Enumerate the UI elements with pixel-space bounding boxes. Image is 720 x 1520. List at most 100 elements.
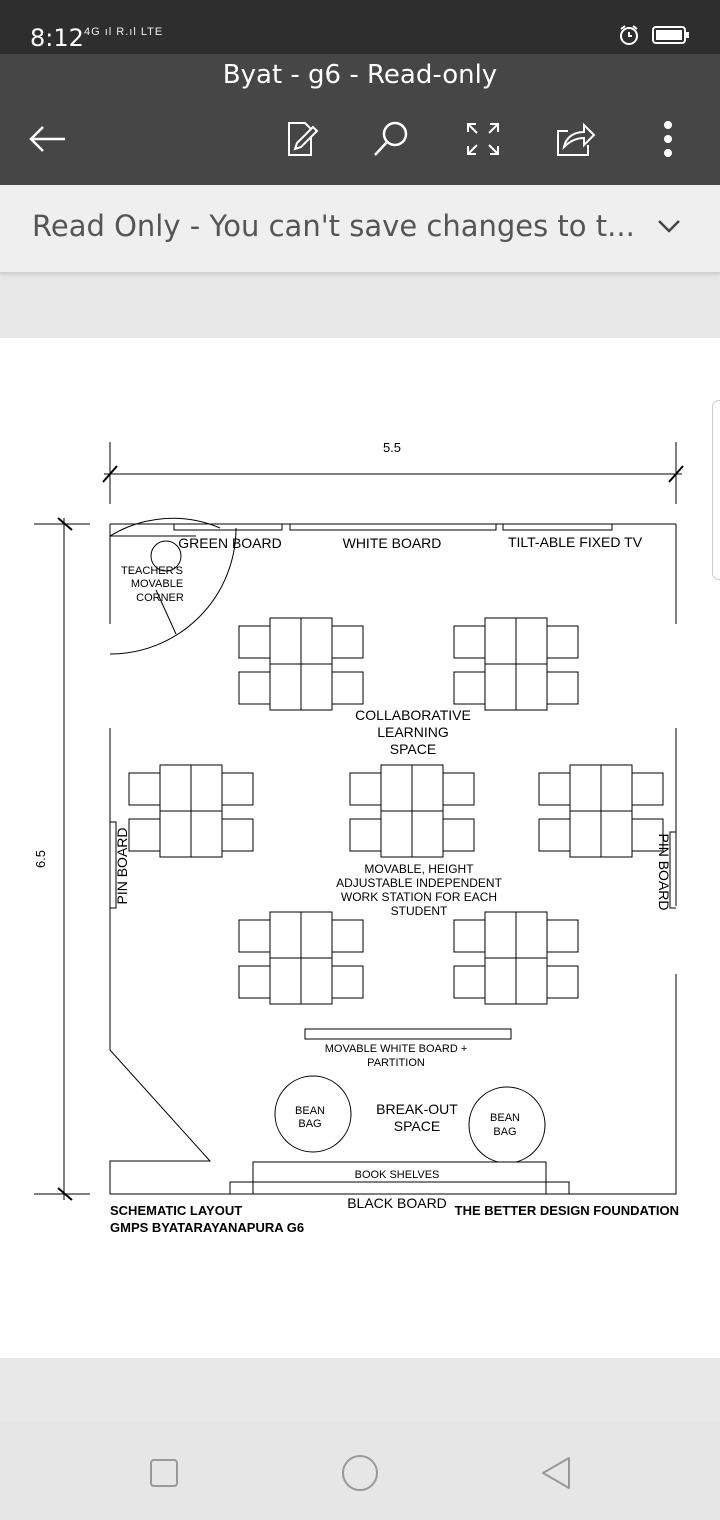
edit-button[interactable] <box>276 114 326 164</box>
more-options-button[interactable] <box>643 114 693 164</box>
white-board <box>289 523 497 531</box>
app-bar: Byat - g6 - Read-only <box>0 54 720 185</box>
chair <box>238 671 271 705</box>
chair <box>331 919 364 953</box>
desk <box>569 810 602 858</box>
chair <box>631 772 664 806</box>
chair <box>453 965 486 999</box>
desk <box>484 957 517 1005</box>
green-board-label: GREEN BOARD <box>178 535 281 551</box>
chair <box>453 625 486 659</box>
desk <box>190 764 223 812</box>
network-indicator: 4G ıl R.ıl LTE <box>84 26 164 38</box>
back-nav-button[interactable] <box>531 1448 581 1498</box>
status-bar: 8:12 4G ıl R.ıl LTE <box>0 0 720 54</box>
desk <box>300 911 333 959</box>
scroll-handle[interactable] <box>712 400 720 580</box>
desk <box>484 617 517 665</box>
tv-panel <box>502 523 613 531</box>
bean-bag-label: BEAN <box>295 1105 325 1117</box>
back-button[interactable] <box>22 114 72 164</box>
desk <box>300 957 333 1005</box>
fullscreen-button[interactable] <box>458 114 508 164</box>
back-nav-icon <box>542 1457 570 1489</box>
school-name: GMPS BYATARAYANAPURA G6 <box>110 1220 304 1235</box>
alarm-icon <box>620 25 638 45</box>
chair <box>442 818 475 852</box>
black-board-label: BLACK BOARD <box>347 1195 447 1211</box>
teacher-corner-label: CORNER <box>136 592 184 604</box>
desk <box>380 764 413 812</box>
movable-white-board-label: PARTITION <box>367 1057 425 1069</box>
teacher-corner-label: TEACHER'S <box>121 565 183 577</box>
workstation-label: ADJUSTABLE INDEPENDENT <box>336 876 502 890</box>
desk <box>411 810 444 858</box>
desk <box>515 663 548 711</box>
chair <box>128 818 161 852</box>
collab-label: LEARNING <box>377 724 449 740</box>
pin-board-left-label: PIN BOARD <box>114 827 130 904</box>
desk <box>484 663 517 711</box>
chevron-down-icon[interactable] <box>656 213 682 239</box>
recents-icon <box>150 1459 178 1487</box>
desk <box>300 663 333 711</box>
chair <box>546 965 579 999</box>
chair <box>238 919 271 953</box>
breakout-label: BREAK-OUT <box>376 1101 458 1117</box>
dimension-height-label: 6.5 <box>33 850 48 868</box>
status-icons <box>618 24 690 46</box>
chair <box>331 625 364 659</box>
workstation-label: MOVABLE, HEIGHT <box>364 862 474 876</box>
search-button[interactable] <box>366 114 416 164</box>
schematic-title: SCHEMATIC LAYOUT <box>110 1203 242 1218</box>
document-title: Byat - g6 - Read-only <box>222 60 498 90</box>
banner-message: Read Only - You can't save changes to t.… <box>32 209 635 243</box>
chair <box>546 625 579 659</box>
bean-bag <box>274 1075 352 1153</box>
desk <box>269 617 302 665</box>
bean-bag-label: BEAN <box>490 1112 520 1124</box>
desk <box>484 911 517 959</box>
fullscreen-icon <box>467 123 499 155</box>
desk <box>515 911 548 959</box>
edit-icon <box>288 122 319 156</box>
document-page: 5.5 6.5 GREEN BOARD WHITE BOARD TILT-ABL… <box>0 338 720 1358</box>
workstation-label: STUDENT <box>391 904 448 918</box>
chair <box>238 625 271 659</box>
system-nav-bar <box>0 1422 720 1520</box>
room-wall <box>109 523 677 1195</box>
desk <box>600 764 633 812</box>
desk <box>515 957 548 1005</box>
desk <box>411 764 444 812</box>
dimension-width-label: 5.5 <box>383 440 401 455</box>
recents-button[interactable] <box>139 1448 189 1498</box>
chair <box>546 919 579 953</box>
desk <box>269 957 302 1005</box>
green-board <box>173 523 283 531</box>
chair <box>453 671 486 705</box>
home-icon <box>342 1455 378 1491</box>
desk <box>190 810 223 858</box>
share-button[interactable] <box>550 114 600 164</box>
desk <box>380 810 413 858</box>
book-shelves <box>252 1161 547 1195</box>
home-button[interactable] <box>335 1448 385 1498</box>
movable-white-board <box>304 1028 512 1040</box>
desk <box>269 663 302 711</box>
desk-clusters <box>128 617 664 1005</box>
search-icon <box>374 121 408 156</box>
foundation-name: THE BETTER DESIGN FOUNDATION <box>455 1203 679 1218</box>
desk <box>600 810 633 858</box>
teacher-corner-label: MOVABLE <box>131 578 183 590</box>
chair <box>349 818 382 852</box>
desk <box>300 617 333 665</box>
chair <box>538 818 571 852</box>
desk <box>569 764 602 812</box>
white-board-label: WHITE BOARD <box>343 535 442 551</box>
chair <box>128 772 161 806</box>
read-only-banner[interactable]: Read Only - You can't save changes to t.… <box>0 185 720 273</box>
desk <box>269 911 302 959</box>
tv-label: TILT-ABLE FIXED TV <box>508 534 643 550</box>
workstation-label: WORK STATION FOR EACH <box>341 890 497 904</box>
share-icon <box>557 122 596 156</box>
